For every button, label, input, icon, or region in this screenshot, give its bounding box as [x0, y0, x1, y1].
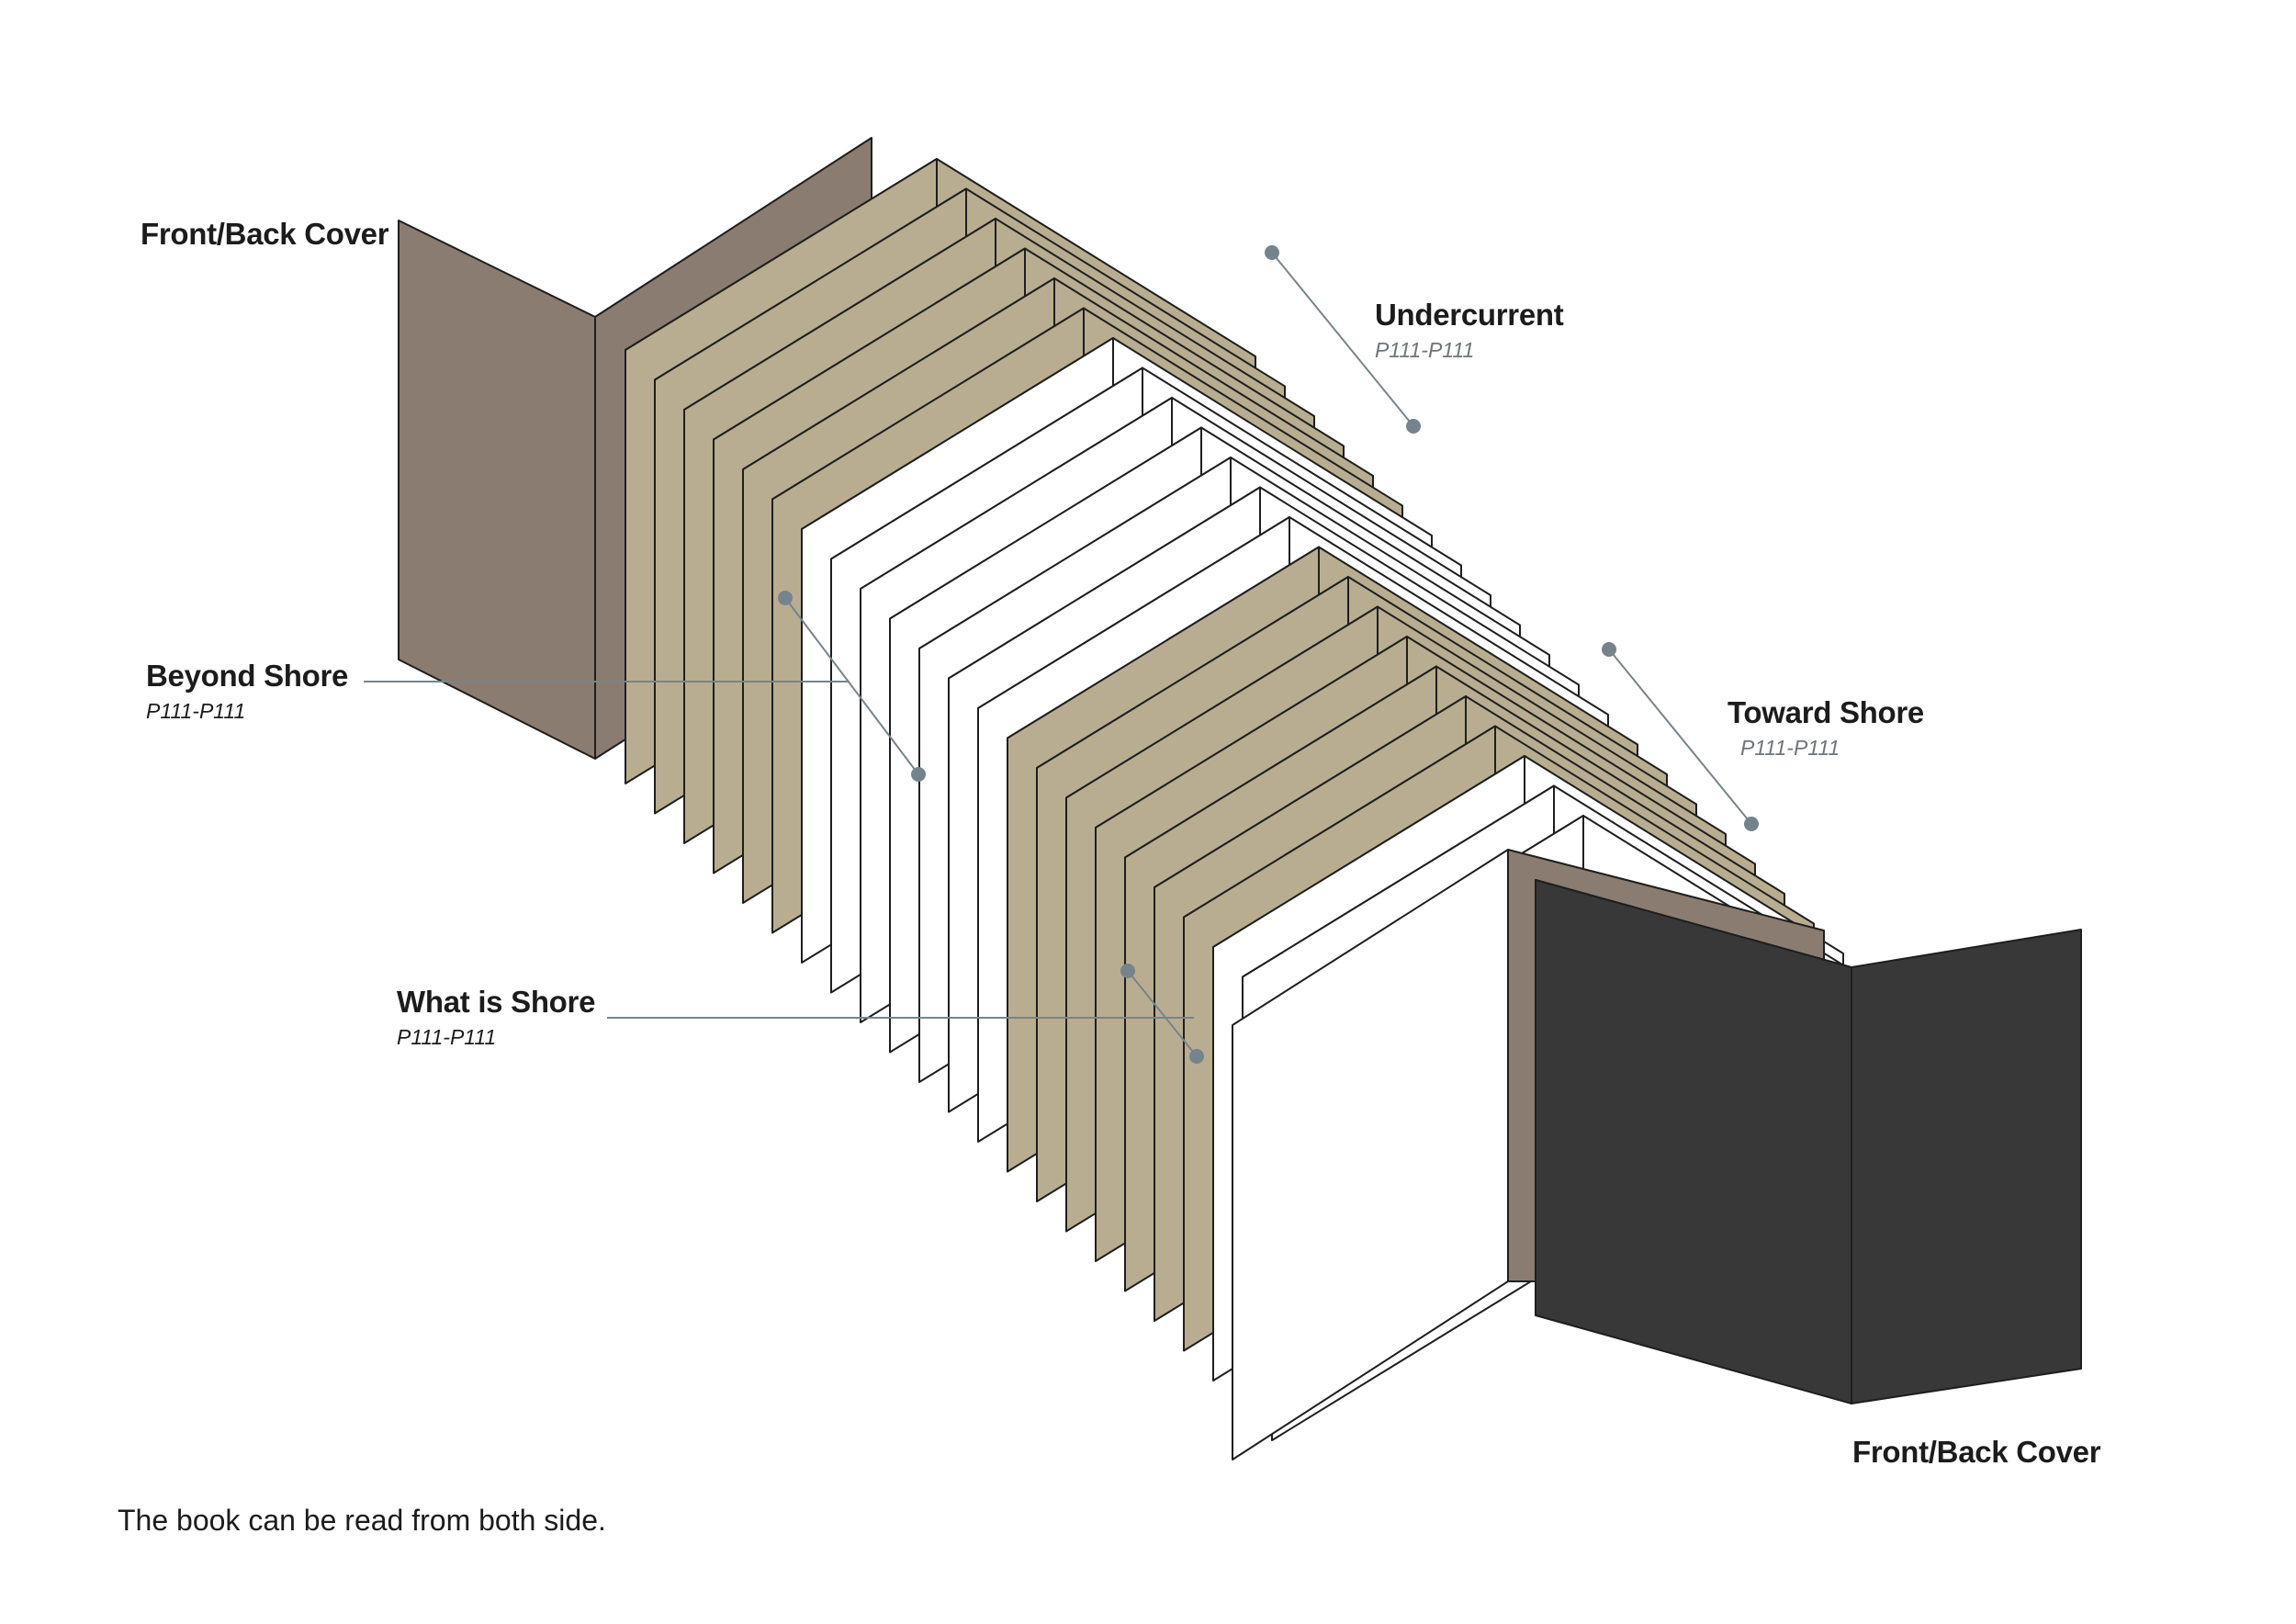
undercurrent-title: Undercurrent — [1375, 298, 1564, 332]
toward-shore-dot-start — [1602, 642, 1616, 657]
page-stack — [398, 137, 2082, 1460]
front-cover-top-title: Front/Back Cover — [141, 217, 389, 251]
toward-shore-label: Toward Shore P111-P111 — [1728, 695, 1924, 761]
toward-shore-leader — [1608, 648, 1752, 825]
undercurrent-label: Undercurrent P111-P111 — [1375, 298, 1564, 363]
beyond-shore-title: Beyond Shore — [146, 659, 349, 693]
beyond-shore-dot-end — [911, 767, 926, 782]
what-is-shore-dot-end — [1189, 1049, 1204, 1064]
front-cover-bottom-label: Front/Back Cover — [1852, 1435, 2101, 1470]
what-is-shore-range: P111-P111 — [397, 1025, 497, 1049]
undercurrent-dot-start — [1265, 245, 1279, 260]
what-is-shore-title: What is Shore — [397, 985, 596, 1019]
toward-shore-dot-end — [1744, 817, 1759, 831]
diagram-caption: The book can be read from both side. — [118, 1504, 606, 1537]
what-is-shore-leader — [1127, 970, 1198, 1057]
toward-shore-title: Toward Shore — [1728, 695, 1924, 729]
front-cover-top-label: Front/Back Cover — [141, 217, 389, 252]
beyond-shore-dot-start — [778, 591, 793, 605]
leader-lines — [364, 245, 1759, 1064]
what-is-shore-label: What is Shore P111-P111 — [397, 985, 595, 1050]
what-is-shore-dot-start — [1120, 964, 1135, 978]
toward-shore-range: P111-P111 — [1740, 736, 1840, 760]
front-cover-left-panel — [398, 220, 596, 760]
back-cover-right-panel — [1851, 929, 2082, 1404]
undercurrent-dot-end — [1406, 419, 1421, 434]
undercurrent-leader — [1271, 252, 1414, 427]
beyond-shore-label: Beyond Shore P111-P111 — [146, 659, 348, 724]
beyond-shore-range: P111-P111 — [146, 699, 246, 723]
undercurrent-range: P111-P111 — [1375, 338, 1475, 362]
beyond-shore-leader — [784, 597, 919, 775]
front-cover-bottom-title: Front/Back Cover — [1852, 1435, 2101, 1469]
back-cover-left-panel — [1535, 879, 1852, 1404]
